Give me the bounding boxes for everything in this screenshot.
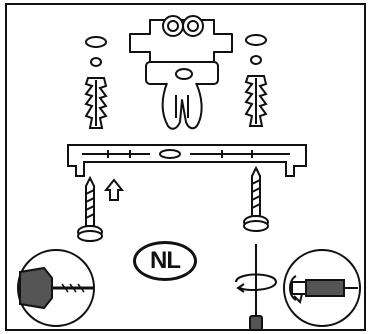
screwdriver-icon — [283, 249, 361, 327]
drill-icon — [17, 249, 95, 327]
up-arrow-icon — [103, 178, 125, 201]
rotate-arrow-icon — [235, 273, 278, 293]
mounting-bracket-icon — [67, 144, 307, 177]
screwdriver-shaft-icon — [249, 244, 263, 331]
screw-icon-left — [77, 175, 103, 242]
border-frame — [5, 3, 366, 331]
language-code: NL — [150, 247, 181, 274]
language-badge-nl: NL — [133, 241, 197, 281]
wall-plug-icon — [84, 36, 108, 129]
lamp-fixture-icon — [129, 15, 233, 130]
wall-plug-icon-right — [244, 34, 268, 127]
screw-icon-right — [243, 165, 269, 232]
